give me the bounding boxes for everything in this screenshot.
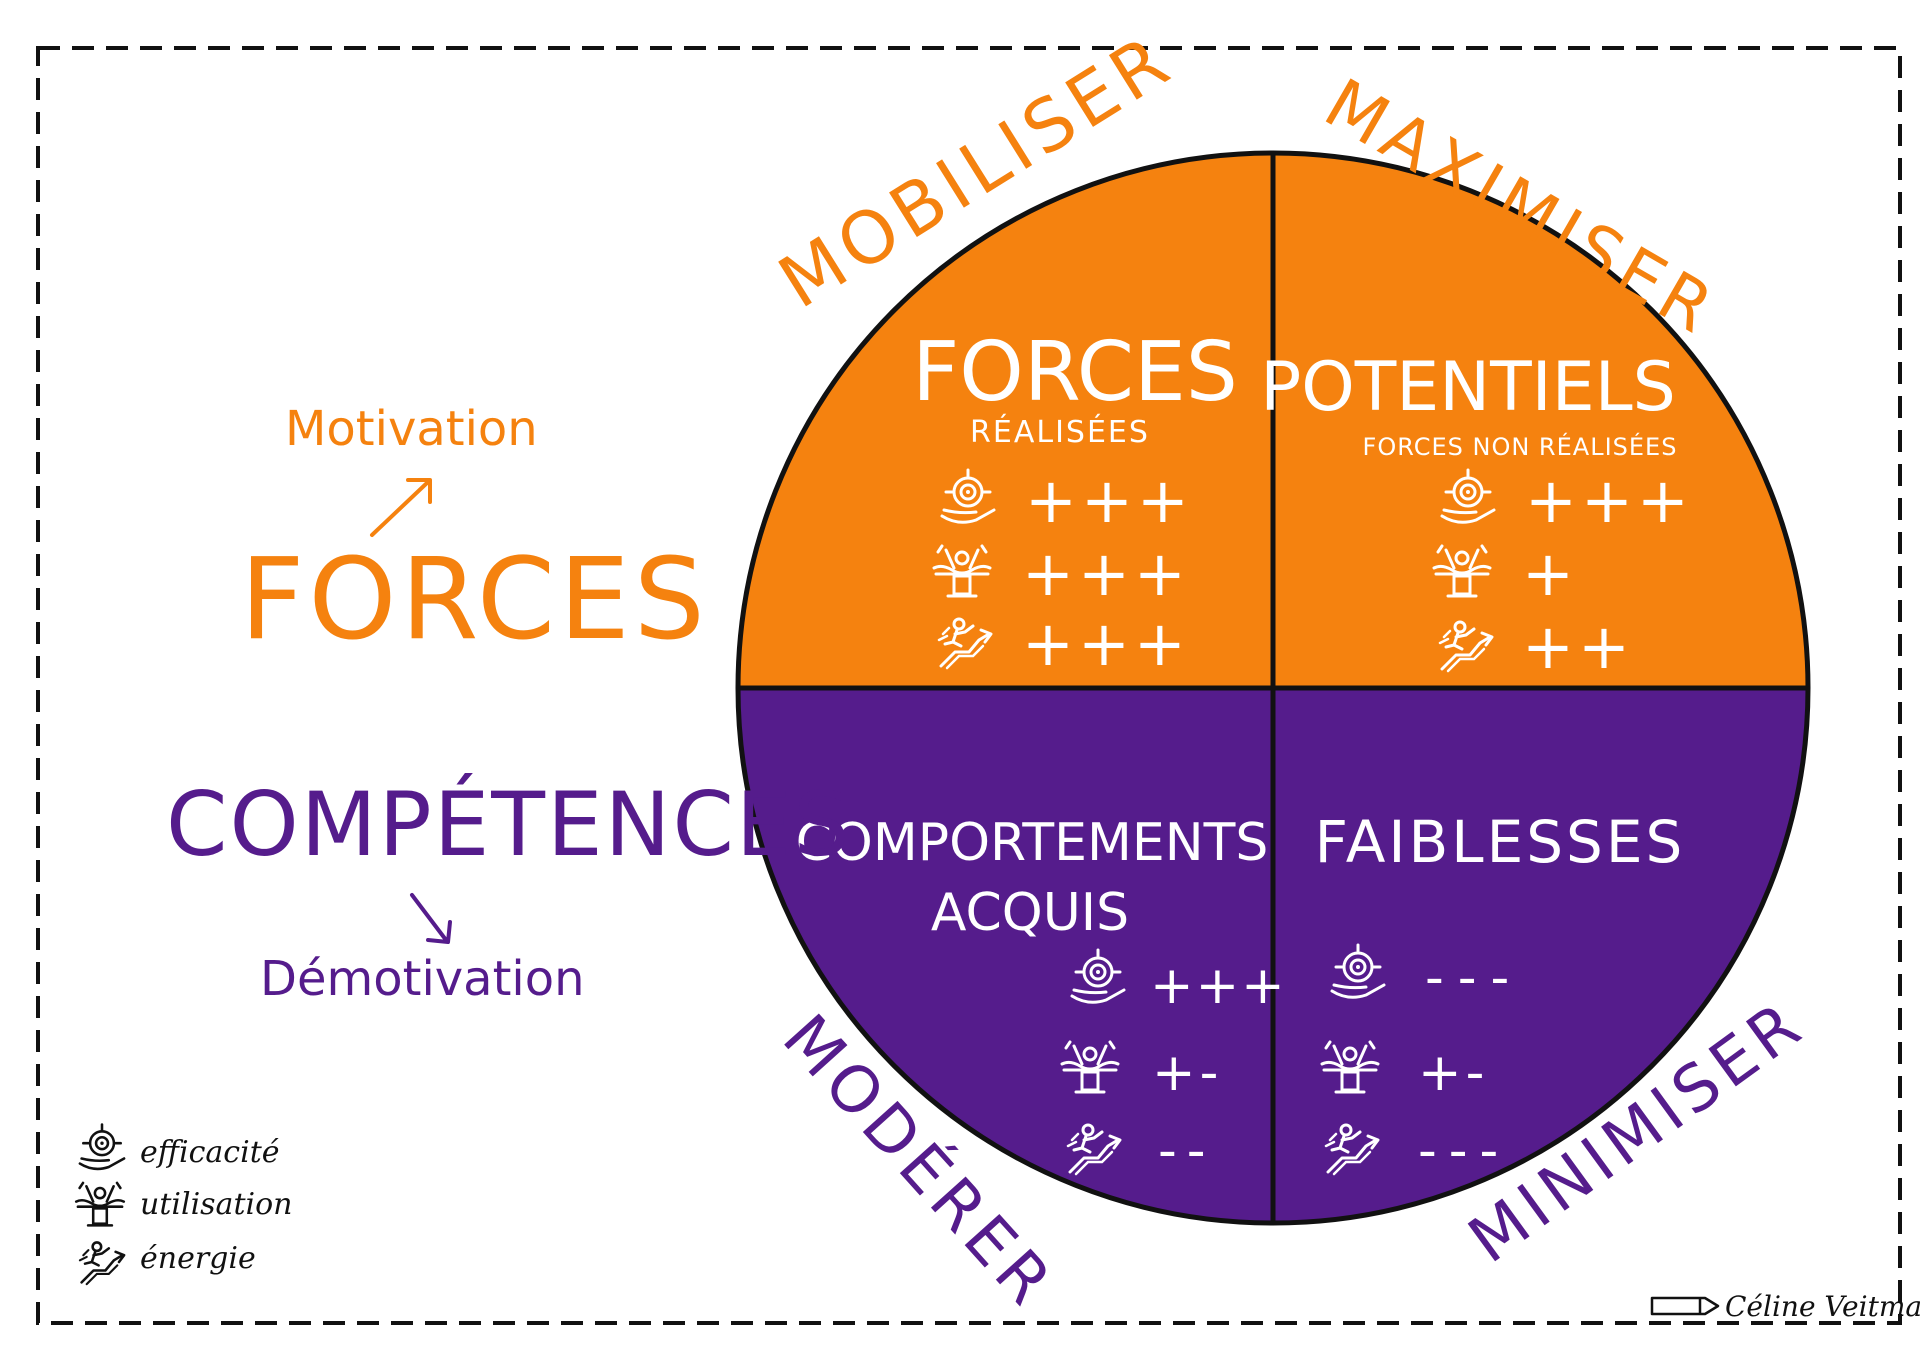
comportements-rating-efficacite: +++ bbox=[1150, 956, 1287, 1016]
forces-rating-utilisation: +++ bbox=[1022, 537, 1190, 610]
efficacite-icon bbox=[78, 1123, 126, 1171]
faiblesses-title: FAIBLESSES bbox=[1315, 808, 1686, 876]
quadrant-potentiels bbox=[1273, 153, 1808, 688]
competences-left-title: COMPÉTENCES bbox=[166, 773, 851, 876]
legend-utilisation: utilisation bbox=[140, 1187, 292, 1222]
forces-rating-energie: +++ bbox=[1022, 607, 1190, 680]
circle-diagram bbox=[735, 150, 1811, 1226]
utilisation-icon bbox=[74, 1181, 126, 1227]
quadrant-comportements bbox=[738, 688, 1273, 1223]
legend-energie: énergie bbox=[140, 1241, 256, 1276]
forces-title: FORCES bbox=[912, 325, 1238, 420]
potentiels-rating-efficacite: +++ bbox=[1525, 464, 1693, 537]
forces-rating-efficacite: +++ bbox=[1025, 464, 1193, 537]
potentiels-subtitle: FORCES NON RÉALISÉES bbox=[1363, 432, 1678, 461]
forces-left-title: FORCES bbox=[240, 535, 709, 665]
potentiels-title: POTENTIELS bbox=[1260, 348, 1676, 427]
signature-text: Céline Veitmann bbox=[1725, 1290, 1920, 1323]
motivation-arrow-head bbox=[406, 478, 432, 504]
forces-subtitle: RÉALISÉES bbox=[970, 414, 1150, 450]
quadrant-faiblesses bbox=[1273, 688, 1808, 1223]
demotivation-label: Démotivation bbox=[260, 951, 585, 1007]
potentiels-rating-energie: ++ bbox=[1522, 610, 1634, 683]
faiblesses-rating-energie: --- bbox=[1418, 1121, 1510, 1181]
demotivation-arrow bbox=[410, 893, 452, 944]
pencil-icon bbox=[1650, 1296, 1720, 1316]
motivation-arrow bbox=[370, 480, 430, 537]
quadrant-forces bbox=[738, 153, 1273, 688]
motivation-label: Motivation bbox=[285, 401, 538, 457]
comportements-rating-utilisation: +- bbox=[1152, 1043, 1222, 1103]
potentiels-rating-utilisation: + bbox=[1522, 537, 1578, 610]
quadrant-forces-content: FORCES RÉALISÉES +++ +++ +++ bbox=[912, 325, 1238, 680]
dashed-frame bbox=[36, 46, 1902, 1325]
quadrant-faiblesses-content: FAIBLESSES --- +- --- bbox=[1315, 808, 1686, 1181]
comportements-rating-energie: -- bbox=[1158, 1121, 1216, 1181]
legend-efficacite: efficacité bbox=[140, 1135, 280, 1170]
quadrant-comportements-content: COMPORTEMENTS ACQUIS +++ +- -- bbox=[796, 813, 1287, 1181]
energie-icon bbox=[78, 1241, 126, 1286]
faiblesses-rating-utilisation: +- bbox=[1418, 1043, 1488, 1103]
faiblesses-rating-efficacite: --- bbox=[1425, 948, 1523, 1008]
quadrant-potentiels-content: POTENTIELS FORCES NON RÉALISÉES +++ + ++ bbox=[1260, 348, 1693, 683]
comportements-subtitle: ACQUIS bbox=[931, 883, 1129, 943]
comportements-title: COMPORTEMENTS bbox=[796, 813, 1269, 873]
legend: efficacité utilisation énergie bbox=[74, 1123, 292, 1286]
signature: Céline Veitmann bbox=[1650, 1290, 1920, 1323]
